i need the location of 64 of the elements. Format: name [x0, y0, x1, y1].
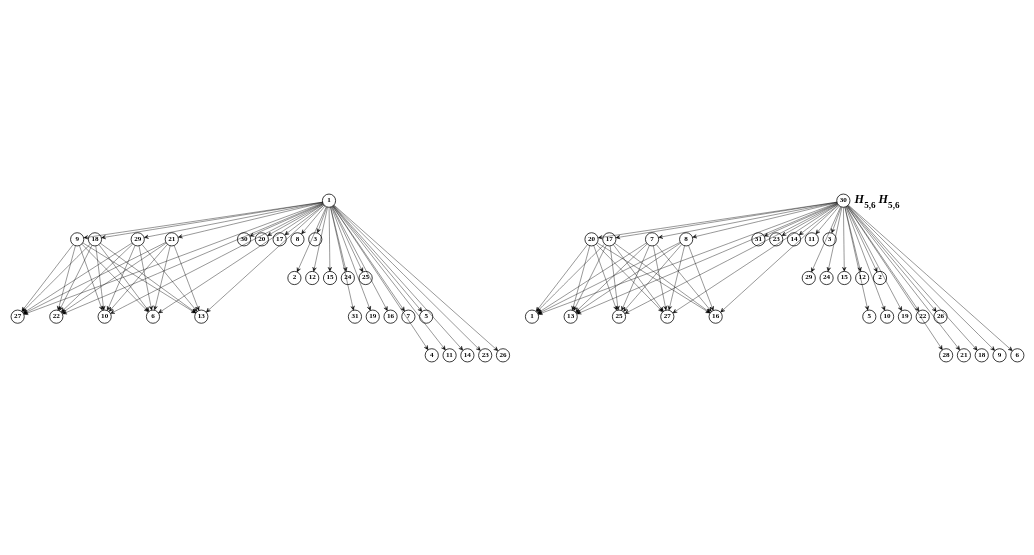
arrow: [781, 203, 838, 236]
arrow: [596, 242, 710, 313]
arrow: [844, 206, 862, 272]
arrow: [846, 205, 936, 312]
arrow: [570, 245, 590, 310]
arrow: [826, 206, 842, 272]
arrow: [300, 205, 325, 234]
arrow: [612, 243, 663, 311]
arrow: [655, 243, 712, 312]
arrow: [575, 242, 681, 313]
arrow: [593, 244, 617, 310]
arrow: [56, 245, 76, 310]
arrow: [284, 204, 324, 235]
arrow: [329, 206, 355, 310]
arrow: [845, 206, 885, 311]
arrow: [810, 206, 841, 272]
arrow: [157, 203, 324, 313]
arrow: [332, 205, 405, 311]
arrow: [620, 244, 650, 311]
arrow: [332, 205, 428, 350]
arrow: [652, 245, 667, 310]
arrow: [312, 206, 328, 272]
arrow: [763, 203, 838, 236]
arrow: [58, 244, 92, 311]
arrow: [205, 204, 324, 312]
arrow: [815, 205, 840, 234]
arrow: [846, 205, 919, 311]
arrow: [624, 203, 838, 314]
arrow: [798, 204, 838, 235]
arrow: [841, 206, 846, 271]
arrow: [296, 206, 326, 272]
arrow: [266, 203, 323, 236]
arrow: [657, 201, 837, 239]
arrow: [329, 206, 347, 272]
arrow: [667, 245, 685, 310]
arrow: [327, 206, 332, 271]
arrow: [614, 242, 710, 313]
arrow: [60, 243, 133, 312]
arrow: [609, 245, 620, 310]
arrow: [78, 244, 103, 310]
label: H$_{5,6}$: [877, 191, 900, 210]
arrow: [719, 204, 839, 312]
arrow: [687, 244, 714, 311]
arrow: [574, 243, 647, 312]
arrow: [573, 244, 606, 311]
arrow: [106, 244, 135, 311]
arrow: [249, 203, 323, 236]
arrow: [845, 205, 902, 311]
arrow: [595, 243, 663, 312]
arrow: [672, 203, 838, 313]
arrow: [332, 205, 422, 312]
label: H$_{5,6}$: [854, 191, 876, 210]
arrow: [95, 245, 105, 310]
arrow: [844, 206, 869, 310]
arrow: [331, 205, 388, 311]
arrow: [330, 206, 371, 311]
arrow: [153, 245, 170, 310]
arrow: [177, 202, 323, 238]
arrow: [691, 202, 837, 238]
arrow: [622, 243, 682, 312]
arrow: [316, 206, 327, 233]
arrow: [143, 201, 323, 239]
arrow: [173, 244, 199, 311]
arrow: [830, 206, 841, 233]
